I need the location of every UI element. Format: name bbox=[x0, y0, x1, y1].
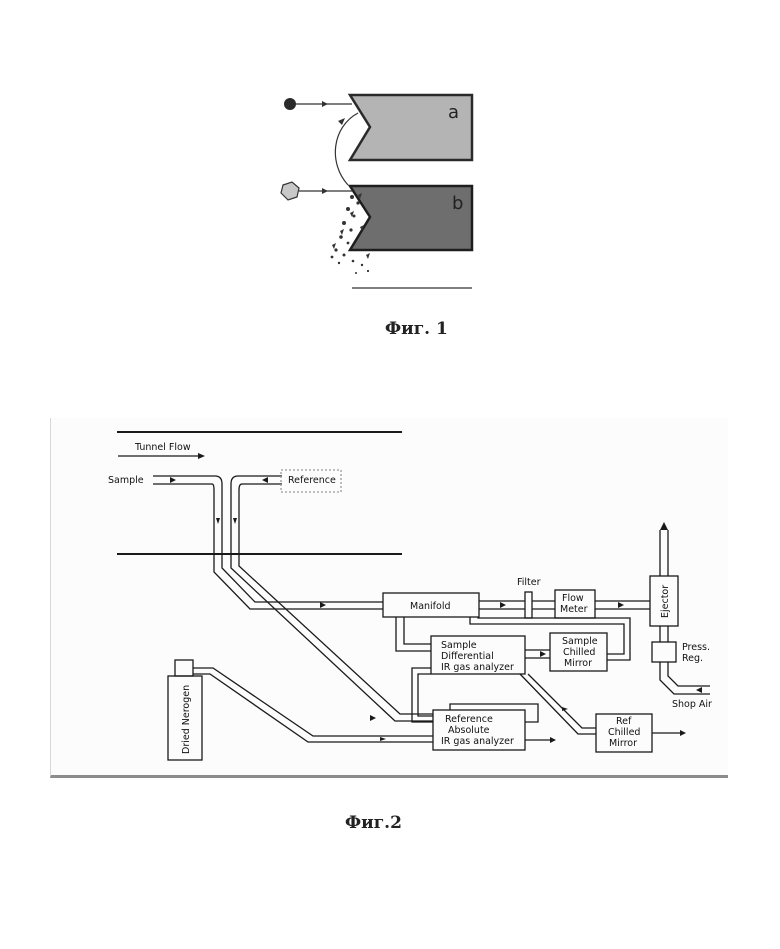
shop-air-pipe bbox=[668, 662, 710, 686]
particle-round-icon bbox=[284, 98, 296, 110]
sample-probe-tube bbox=[153, 476, 383, 602]
press-reg-label: Reg. bbox=[682, 653, 703, 664]
sample-chilled-mirror-label: Chilled bbox=[563, 647, 595, 658]
figure-1-caption: Фиг. 1 bbox=[385, 319, 448, 339]
nitrogen-line bbox=[193, 668, 433, 736]
reference-absolute-label: Absolute bbox=[448, 725, 490, 736]
dried-nitrogen-label: Dried Nerogen bbox=[181, 685, 192, 754]
ref-chilled-mirror-label: Ref bbox=[616, 716, 632, 727]
pipe bbox=[404, 617, 431, 644]
reference-absolute-label: Reference bbox=[445, 714, 493, 725]
shop-air-label: Shop Air bbox=[672, 699, 712, 710]
reference-absolute-label: IR gas analyzer bbox=[441, 736, 514, 747]
sample-probe-tube bbox=[153, 484, 383, 609]
figure-2-caption: Фиг.2 bbox=[345, 813, 402, 833]
pipe bbox=[418, 674, 433, 716]
manifold-label: Manifold bbox=[410, 601, 451, 612]
reference-probe-tube bbox=[239, 484, 433, 714]
reference-probe-tube bbox=[231, 476, 433, 721]
figure-1: a b bbox=[270, 85, 490, 300]
sample-differential-label: IR gas analyzer bbox=[441, 662, 514, 673]
filter-label: Filter bbox=[517, 577, 541, 588]
rebound-arc bbox=[335, 113, 358, 185]
tunnel-flow-label: Tunnel Flow bbox=[134, 442, 191, 453]
arrow-head-icon bbox=[198, 453, 205, 459]
bottle-neck bbox=[175, 660, 193, 676]
arrow-head-icon bbox=[322, 101, 328, 107]
arrow-head-icon bbox=[322, 188, 328, 194]
filter-element bbox=[525, 592, 532, 618]
arrow-head-icon bbox=[680, 730, 686, 736]
nitrogen-line bbox=[193, 674, 433, 742]
particle-angular-icon bbox=[281, 182, 299, 200]
ref-chilled-mirror-label: Mirror bbox=[609, 738, 637, 749]
sample-label: Sample bbox=[108, 475, 144, 486]
ejector-label: Ejector bbox=[660, 585, 671, 618]
sample-chilled-mirror-label: Mirror bbox=[564, 658, 592, 669]
sample-differential-label: Sample bbox=[441, 640, 477, 651]
label-a: a bbox=[448, 102, 459, 123]
sample-differential-label: Differential bbox=[441, 651, 494, 662]
arrow-head-icon bbox=[550, 737, 556, 743]
pipe bbox=[396, 617, 431, 651]
sample-chilled-mirror-label: Sample bbox=[562, 636, 598, 647]
pressure-regulator-box bbox=[652, 642, 676, 662]
figure-2-diagram: Tunnel Flow Sample Reference Manifold Fi… bbox=[50, 418, 728, 778]
press-reg-label: Press. bbox=[682, 642, 710, 653]
arrow-head-icon bbox=[660, 522, 668, 530]
flow-meter-label: Meter bbox=[560, 604, 588, 615]
reference-label: Reference bbox=[288, 475, 336, 486]
ref-chilled-mirror-label: Chilled bbox=[608, 727, 640, 738]
flow-meter-label: Flow bbox=[562, 593, 584, 604]
label-b: b bbox=[452, 193, 463, 214]
